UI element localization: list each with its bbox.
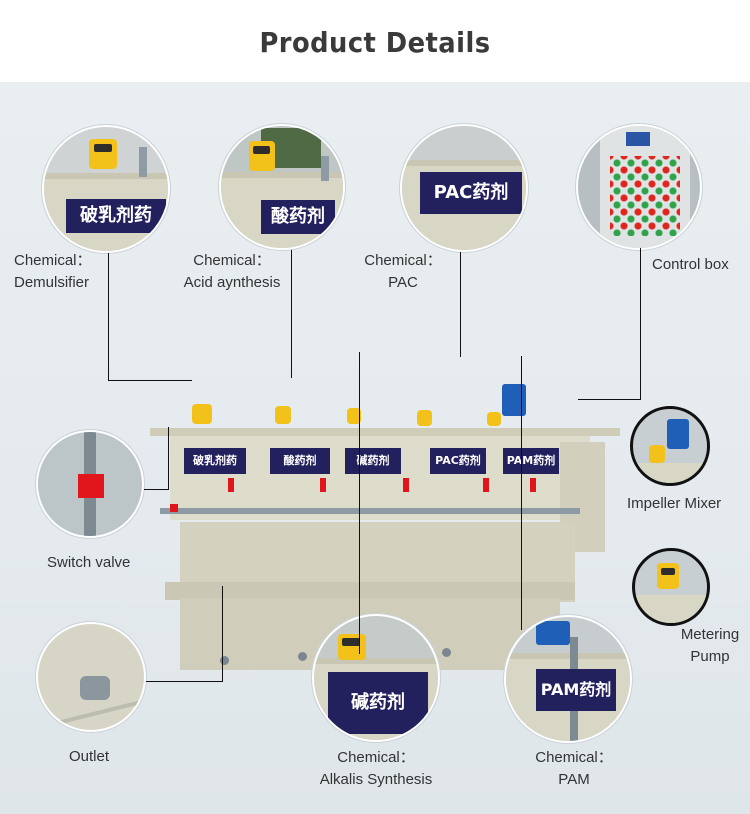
label-acid: Chemical： Acid aynthesis — [183, 252, 281, 291]
label-outlet: Outlet — [69, 748, 110, 765]
dosing-machine: 破乳剂药 酸药剂 碱药剂 PAC药剂 PAM药剂 — [150, 384, 620, 672]
control-box-buttons — [610, 156, 680, 236]
switch-valve-icon — [403, 478, 409, 492]
pipe-manifold — [160, 508, 580, 514]
impeller-mixer-motor-icon — [502, 384, 526, 416]
label-control-box: Control box — [652, 256, 729, 273]
closeup-metering-pump — [632, 548, 710, 626]
label-switch-valve: Switch valve — [47, 554, 131, 571]
leader-acid — [291, 250, 292, 378]
switch-valve-icon — [530, 478, 536, 492]
leader-alkalis — [359, 352, 360, 654]
leader-pac — [460, 252, 461, 357]
metering-pump-icon — [657, 563, 679, 589]
impeller-mixer-motor-icon — [667, 419, 689, 449]
tank-label-demulsifier: 破乳剂药 — [184, 448, 246, 474]
tank-block — [170, 432, 590, 520]
leader-pam — [521, 356, 522, 630]
metering-pump-icon — [487, 412, 501, 426]
leader-switch-valve — [144, 489, 168, 490]
closeup-demulsifier-label: 破乳剂药 — [66, 199, 166, 233]
closeup-pac: PAC药剂 — [400, 124, 528, 252]
outlet-port — [298, 652, 307, 661]
switch-valve-icon — [228, 478, 234, 492]
switch-valve-icon — [170, 504, 178, 512]
outlet-port — [442, 648, 451, 657]
label-demulsifier: Chemical： Demulsifier — [14, 252, 92, 291]
tank-label-acid: 酸药剂 — [270, 448, 330, 474]
tank-label-pac: PAC药剂 — [430, 448, 486, 474]
closeup-control-box — [576, 124, 702, 250]
closeup-outlet — [36, 622, 146, 732]
closeup-acid-label: 酸药剂 — [261, 200, 335, 234]
outlet-pipe-icon — [80, 676, 110, 700]
metering-pump-icon — [347, 408, 361, 424]
closeup-demulsifier: 破乳剂药 — [42, 125, 170, 253]
label-impeller-mixer: Impeller Mixer — [627, 495, 722, 512]
closeup-switch-valve — [36, 430, 144, 538]
product-figure: 破乳剂药 酸药剂 PAC药剂 Chemical： Demulsifier Che… — [0, 82, 750, 814]
tank-label-pam: PAM药剂 — [503, 448, 559, 474]
page-title: Product Details — [259, 26, 491, 59]
tank-label-alkali: 碱药剂 — [345, 448, 401, 474]
closeup-alkali: 碱药剂 — [312, 614, 440, 742]
closeup-acid: 酸药剂 — [219, 124, 345, 250]
closeup-pam: PAM药剂 — [504, 615, 632, 743]
label-pam: Chemical： PAM — [535, 749, 613, 788]
header: Product Details — [0, 0, 750, 82]
switch-valve-icon — [483, 478, 489, 492]
leader-demulsifier — [108, 253, 109, 381]
switch-valve-icon — [78, 474, 104, 498]
outlet-port — [220, 656, 229, 665]
leader-control-box — [640, 248, 641, 400]
closeup-impeller-mixer — [630, 406, 710, 486]
leader-outlet — [146, 681, 223, 682]
impeller-mixer-motor-icon — [536, 621, 570, 645]
label-pac: Chemical： PAC — [364, 252, 442, 291]
label-metering-pump: Metering Pump — [680, 626, 740, 665]
metering-pump-icon — [417, 410, 432, 426]
closeup-pac-label: PAC药剂 — [420, 172, 522, 214]
closeup-pam-label: PAM药剂 — [536, 669, 616, 711]
switch-valve-icon — [320, 478, 326, 492]
metering-pump-icon — [275, 406, 291, 424]
closeup-alkali-label: 碱药剂 — [328, 672, 428, 734]
label-alkalis: Chemical： Alkalis Synthesis — [319, 749, 433, 788]
metering-pump-icon — [192, 404, 212, 424]
